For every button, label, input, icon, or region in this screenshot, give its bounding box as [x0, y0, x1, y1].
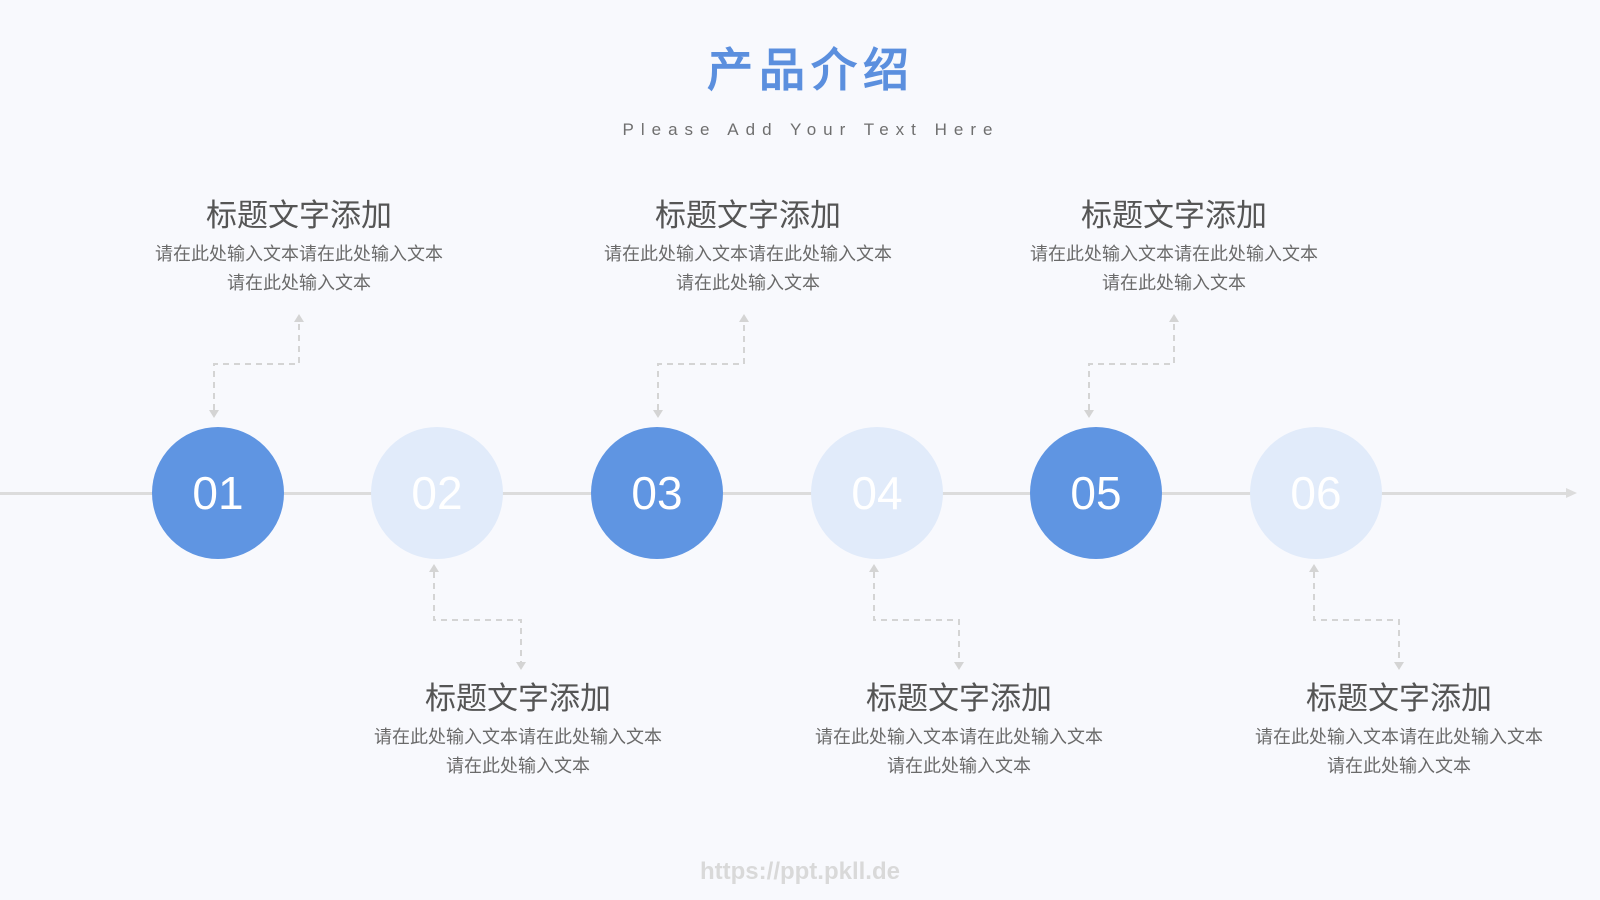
block-title: 标题文字添加	[1081, 198, 1267, 234]
block-title: 标题文字添加	[425, 681, 611, 717]
block-desc-line1: 请在此处输入文本请在此处输入文本	[155, 244, 443, 265]
step-circle-03: 03	[591, 427, 723, 559]
timeline-arrow-icon	[1566, 488, 1577, 498]
block-desc-line1: 请在此处输入文本请在此处输入文本	[1255, 727, 1543, 748]
step-circle-02: 02	[371, 427, 503, 559]
arrow-head-6a	[1309, 564, 1319, 572]
block-desc-line2: 请在此处输入文本	[1327, 756, 1471, 777]
timeline-line	[0, 492, 1568, 495]
block-title: 标题文字添加	[1306, 681, 1492, 717]
text-block-2: 标题文字添加 请在此处输入文本请在此处输入文本 请在此处输入文本	[348, 677, 688, 781]
arrow-head-5b	[1169, 314, 1179, 322]
block-title: 标题文字添加	[206, 198, 392, 234]
step-circle-01: 01	[152, 427, 284, 559]
block-desc-line2: 请在此处输入文本	[227, 273, 371, 294]
arrow-head-1a	[209, 410, 219, 418]
watermark-url: https://ppt.pkll.de	[700, 858, 900, 885]
step-circle-05: 05	[1030, 427, 1162, 559]
text-block-4: 标题文字添加 请在此处输入文本请在此处输入文本 请在此处输入文本	[789, 677, 1129, 781]
block-desc-line1: 请在此处输入文本请在此处输入文本	[1030, 244, 1318, 265]
connector-1	[213, 322, 300, 410]
block-desc-line2: 请在此处输入文本	[887, 756, 1031, 777]
text-block-3: 标题文字添加 请在此处输入文本请在此处输入文本 请在此处输入文本	[578, 194, 918, 298]
connector-3	[657, 322, 745, 410]
block-desc-line1: 请在此处输入文本请在此处输入文本	[604, 244, 892, 265]
connector-6	[1313, 572, 1400, 662]
block-title: 标题文字添加	[866, 681, 1052, 717]
arrow-head-3a	[653, 410, 663, 418]
block-desc-line2: 请在此处输入文本	[676, 273, 820, 294]
connector-2	[433, 572, 522, 662]
arrow-head-6b	[1394, 662, 1404, 670]
arrow-head-2b	[516, 662, 526, 670]
block-title: 标题文字添加	[655, 198, 841, 234]
connector-5	[1088, 322, 1175, 410]
connector-4	[873, 572, 960, 662]
arrow-head-4b	[954, 662, 964, 670]
block-desc-line1: 请在此处输入文本请在此处输入文本	[815, 727, 1103, 748]
page-subtitle: Please Add Your Text Here	[622, 120, 1000, 139]
arrow-head-1b	[294, 314, 304, 322]
block-desc-line1: 请在此处输入文本请在此处输入文本	[374, 727, 662, 748]
block-desc-line2: 请在此处输入文本	[1102, 273, 1246, 294]
text-block-1: 标题文字添加 请在此处输入文本请在此处输入文本 请在此处输入文本	[129, 194, 469, 298]
text-block-6: 标题文字添加 请在此处输入文本请在此处输入文本 请在此处输入文本	[1229, 677, 1569, 781]
step-circle-06: 06	[1250, 427, 1382, 559]
arrow-head-4a	[869, 564, 879, 572]
step-circle-04: 04	[811, 427, 943, 559]
arrow-head-3b	[739, 314, 749, 322]
text-block-5: 标题文字添加 请在此处输入文本请在此处输入文本 请在此处输入文本	[1004, 194, 1344, 298]
page-title: 产品介绍	[707, 43, 915, 97]
arrow-head-2a	[429, 564, 439, 572]
arrow-head-5a	[1084, 410, 1094, 418]
block-desc-line2: 请在此处输入文本	[446, 756, 590, 777]
